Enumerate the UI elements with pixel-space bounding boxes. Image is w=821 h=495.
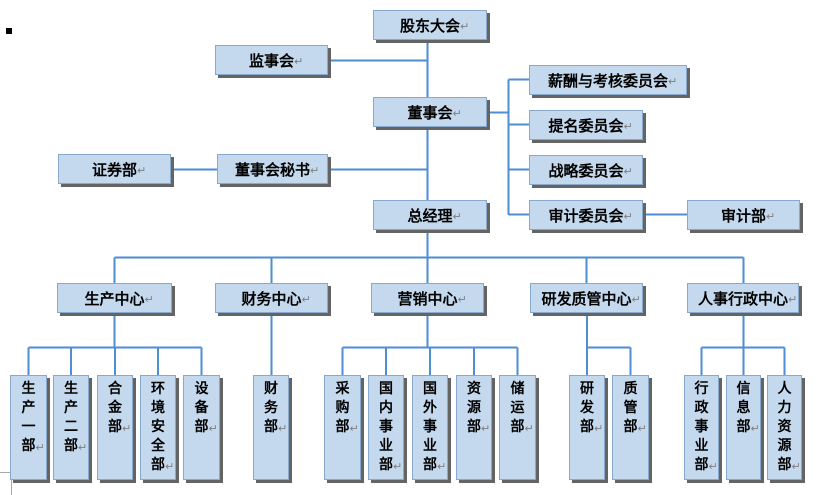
node-dept-quality[interactable]: 质 管 部↵	[612, 375, 649, 480]
node-label: 合 金 部	[108, 381, 122, 435]
node-audit-committee[interactable]: 审计委员会↵	[529, 200, 643, 230]
node-label: 信 息 部	[736, 381, 751, 435]
node-dept-storage-transport[interactable]: 储 运 部↵	[499, 375, 536, 480]
node-label: 证券部	[91, 160, 137, 179]
node-label: 资 源 部	[467, 381, 481, 435]
node-label: 人 力 资 源 部	[777, 381, 792, 473]
node-hr-admin-center[interactable]: 人事行政中心↵	[687, 283, 799, 313]
node-label: 设 备 部	[194, 381, 209, 435]
node-label: 生 产 一 部	[21, 381, 36, 454]
node-label: 提名委员会	[548, 116, 624, 135]
node-supervisory-board[interactable]: 监事会↵	[215, 45, 328, 75]
node-label: 薪酬与考核委员会	[547, 71, 668, 90]
node-nomination-committee[interactable]: 提名委员会↵	[529, 110, 643, 140]
node-dept-rd[interactable]: 研 发 部↵	[569, 375, 605, 480]
node-label: 质 管 部	[623, 381, 638, 435]
node-production-center[interactable]: 生产中心↵	[57, 283, 172, 313]
node-label: 营销中心	[397, 289, 458, 308]
node-dept-production-2[interactable]: 生 产 二 部↵	[53, 375, 89, 480]
node-label: 审计部	[720, 206, 766, 225]
node-dept-purchasing[interactable]: 采 购 部↵	[324, 375, 361, 480]
node-marketing-center[interactable]: 营销中心↵	[371, 283, 484, 313]
node-label: 战略委员会	[548, 161, 624, 180]
node-label: 财务中心	[241, 289, 302, 308]
node-label: 生产中心	[84, 289, 145, 308]
node-label: 采 购 部	[335, 381, 350, 435]
anchor-marker	[6, 28, 12, 34]
node-label: 国 外 事 业 部	[423, 381, 437, 473]
node-dept-overseas-business[interactable]: 国 外 事 业 部↵	[412, 375, 448, 480]
node-label: 审计委员会	[548, 206, 624, 225]
node-finance-center[interactable]: 财务中心↵	[215, 283, 328, 313]
node-audit-dept[interactable]: 审计部↵	[687, 200, 800, 230]
node-dept-production-1[interactable]: 生 产 一 部↵	[10, 375, 47, 480]
node-label: 财 务 部	[264, 381, 278, 435]
node-dept-information[interactable]: 信 息 部↵	[726, 375, 761, 480]
node-label: 研 发 部	[580, 381, 594, 435]
node-dept-equipment[interactable]: 设 备 部↵	[183, 375, 220, 480]
node-dept-alloy[interactable]: 合 金 部↵	[97, 375, 133, 480]
node-label: 研发质管中心	[541, 289, 632, 308]
node-board-secretary[interactable]: 董事会秘书↵	[217, 154, 328, 184]
node-dept-admin-business[interactable]: 行 政 事 业 部↵	[684, 375, 719, 480]
node-label: 董事会秘书	[234, 160, 310, 179]
node-compensation-committee[interactable]: 薪酬与考核委员会↵	[529, 65, 687, 95]
node-label: 行 政 事 业 部	[694, 381, 709, 473]
node-securities-dept[interactable]: 证券部↵	[58, 154, 171, 184]
node-shareholders-meeting[interactable]: 股东大会↵	[373, 10, 487, 40]
node-dept-resources[interactable]: 资 源 部↵	[456, 375, 492, 480]
node-label: 总经理	[407, 206, 453, 225]
node-label: 生 产 二 部	[64, 381, 78, 454]
node-dept-env-safety[interactable]: 环 境 安 全 部↵	[140, 375, 176, 480]
node-dept-human-resources[interactable]: 人 力 资 源 部↵	[767, 375, 802, 480]
node-general-manager[interactable]: 总经理↵	[373, 200, 487, 230]
node-label: 董事会	[407, 103, 453, 122]
node-dept-domestic-business[interactable]: 国 内 事 业 部↵	[368, 375, 404, 480]
node-label: 储 运 部	[510, 381, 525, 435]
node-label: 国 内 事 业 部	[379, 381, 393, 473]
node-dept-finance[interactable]: 财 务 部↵	[253, 375, 289, 480]
node-label: 股东大会	[399, 16, 460, 35]
node-label: 人事行政中心	[697, 289, 788, 308]
node-board-of-directors[interactable]: 董事会↵	[373, 97, 487, 127]
node-rd-quality-center[interactable]: 研发质管中心↵	[530, 283, 643, 313]
node-label: 环 境 安 全 部	[151, 381, 165, 473]
node-strategy-committee[interactable]: 战略委员会↵	[529, 155, 643, 185]
node-label: 监事会	[248, 51, 294, 70]
